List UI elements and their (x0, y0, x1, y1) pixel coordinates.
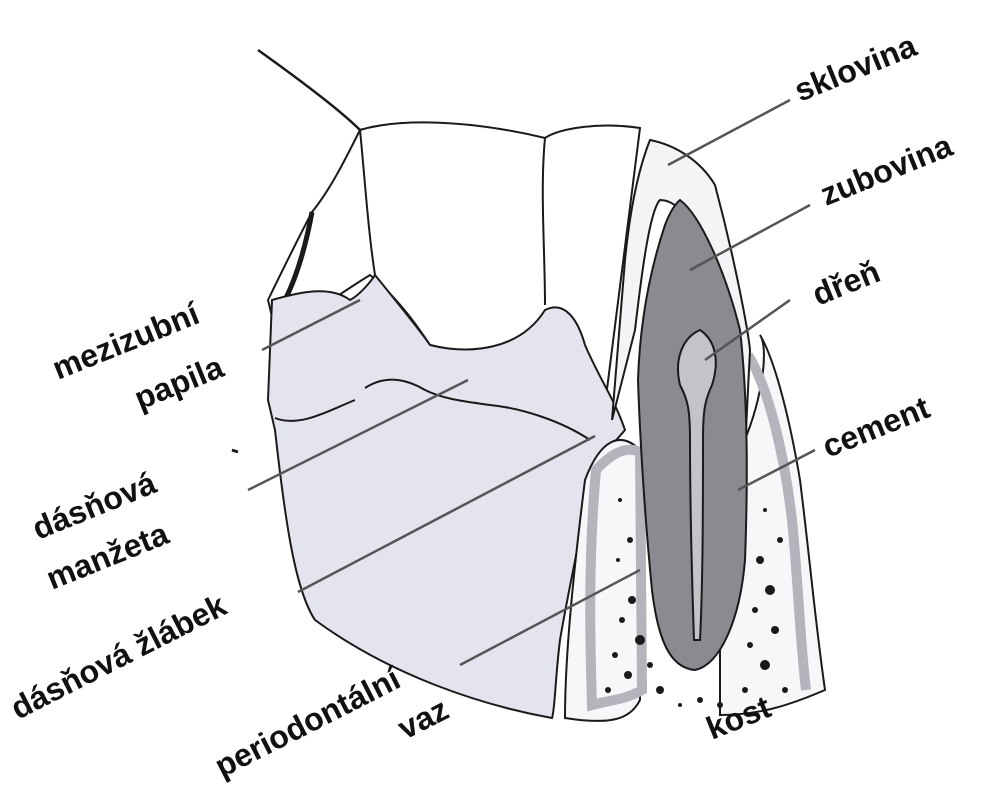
label-cement: cement (817, 389, 935, 464)
label-dren: dřeň (807, 253, 885, 312)
gum-dot (232, 450, 238, 452)
back-tooth-outline (258, 50, 372, 130)
label-vaz: vaz (392, 691, 454, 746)
label-sklovina: sklovina (789, 27, 921, 108)
label-papila: papila (129, 348, 228, 416)
label-dasnovy-zlabek: dásňová žlábek (5, 587, 232, 727)
label-periodontalni: periodontální (209, 660, 407, 783)
label-kost: kost (701, 688, 776, 746)
label-zubovina: zubovina (815, 127, 957, 212)
leader-sklovina (668, 100, 790, 165)
